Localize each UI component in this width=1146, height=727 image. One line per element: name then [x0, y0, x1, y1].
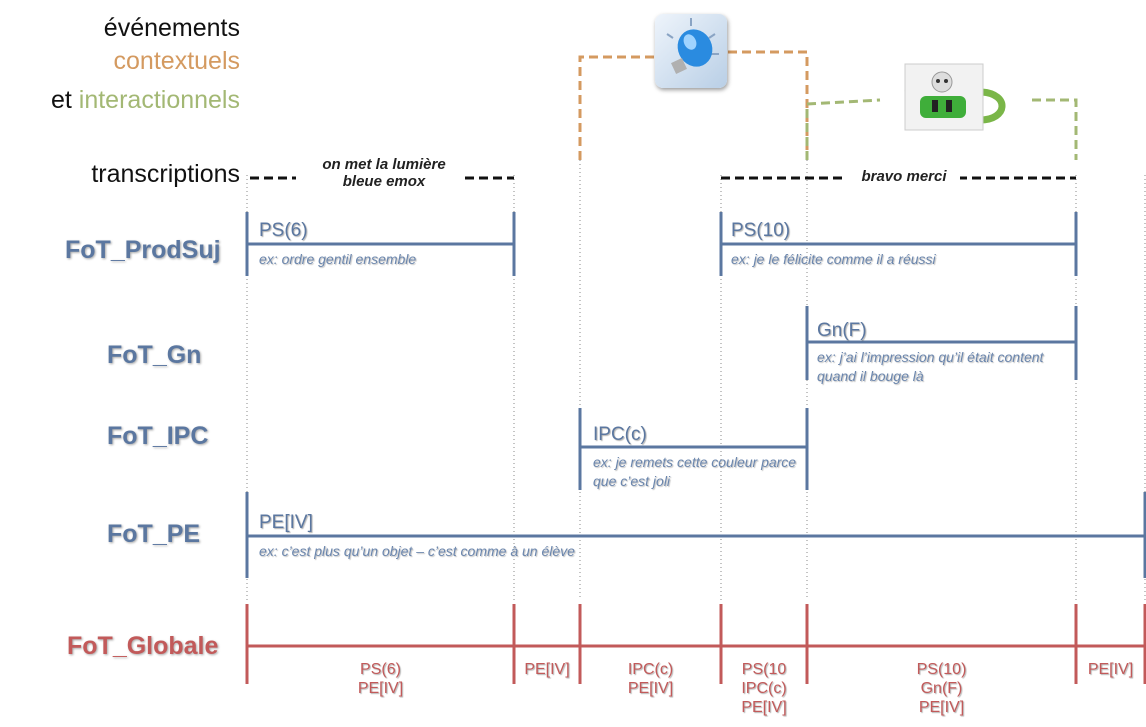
- ipc-seg1-code: IPC(c): [593, 424, 647, 445]
- ipc-bars: [578, 408, 809, 490]
- globale-segment-4: PS(10 IPC(c) PE[IV]: [741, 661, 787, 716]
- prodsuj-bars: [245, 212, 1078, 276]
- contextual-event-bracket: [578, 50, 809, 160]
- gn-bars: [805, 306, 1078, 380]
- gn-seg1-code: Gn(F): [817, 320, 867, 341]
- globale-bars: [245, 604, 1146, 684]
- gn-seg1-example: ex: j’ai l’impression qu’il était conten…: [817, 349, 1044, 384]
- globale-segment-3: IPC(c) PE[IV]: [627, 661, 674, 697]
- ipc-seg1-example: ex: je remets cette couleur parce que c’…: [593, 454, 797, 489]
- globale-segment-2: PE[IV]: [524, 661, 570, 678]
- robot-icon: [880, 62, 1030, 134]
- transcript-1-text: on met la lumière bleue emox: [322, 156, 446, 190]
- transcript-1: on met la lumière bleue emox: [304, 156, 464, 190]
- header-line-events: événements: [103, 14, 240, 42]
- transcript-2: bravo merci: [848, 168, 960, 185]
- globale-segment-1: PS(6) PE[IV]: [357, 661, 404, 697]
- pe-seg1-code: PE[IV]: [259, 512, 313, 533]
- pe-bars: [245, 492, 1146, 578]
- header-line-interactional: et interactionnels: [51, 86, 240, 115]
- row-label-pe: FoT_PE: [107, 520, 201, 548]
- pe-seg1-example: ex: c’est plus qu’un objet – c’est comme…: [259, 543, 575, 559]
- row-label-ipc: FoT_IPC: [107, 422, 209, 450]
- row-label-gn: FoT_Gn: [107, 341, 202, 369]
- prodsuj-seg2-code: PS(10): [731, 220, 791, 241]
- row-label-globale: FoT_Globale: [67, 632, 219, 660]
- globale-segment-5: PS(10) Gn(F) PE[IV]: [916, 661, 967, 716]
- interactional-event-bracket: [805, 98, 1078, 160]
- header-line-contextual: contextuels: [113, 47, 240, 75]
- header-transcriptions: transcriptions: [91, 160, 240, 188]
- prodsuj-seg1-code: PS(6): [259, 220, 308, 241]
- prodsuj-seg2-example: ex: je le félicite comme il a réussi: [731, 251, 936, 267]
- prodsuj-seg1-example: ex: ordre gentil ensemble: [259, 251, 417, 267]
- light-bulb-icon: [655, 14, 727, 88]
- row-label-prodsuj: FoT_ProdSuj: [65, 236, 221, 264]
- globale-segment-6: PE[IV]: [1087, 661, 1134, 678]
- header-prefix: et: [50, 86, 79, 114]
- header-interactional-word: interactionnels: [78, 86, 240, 114]
